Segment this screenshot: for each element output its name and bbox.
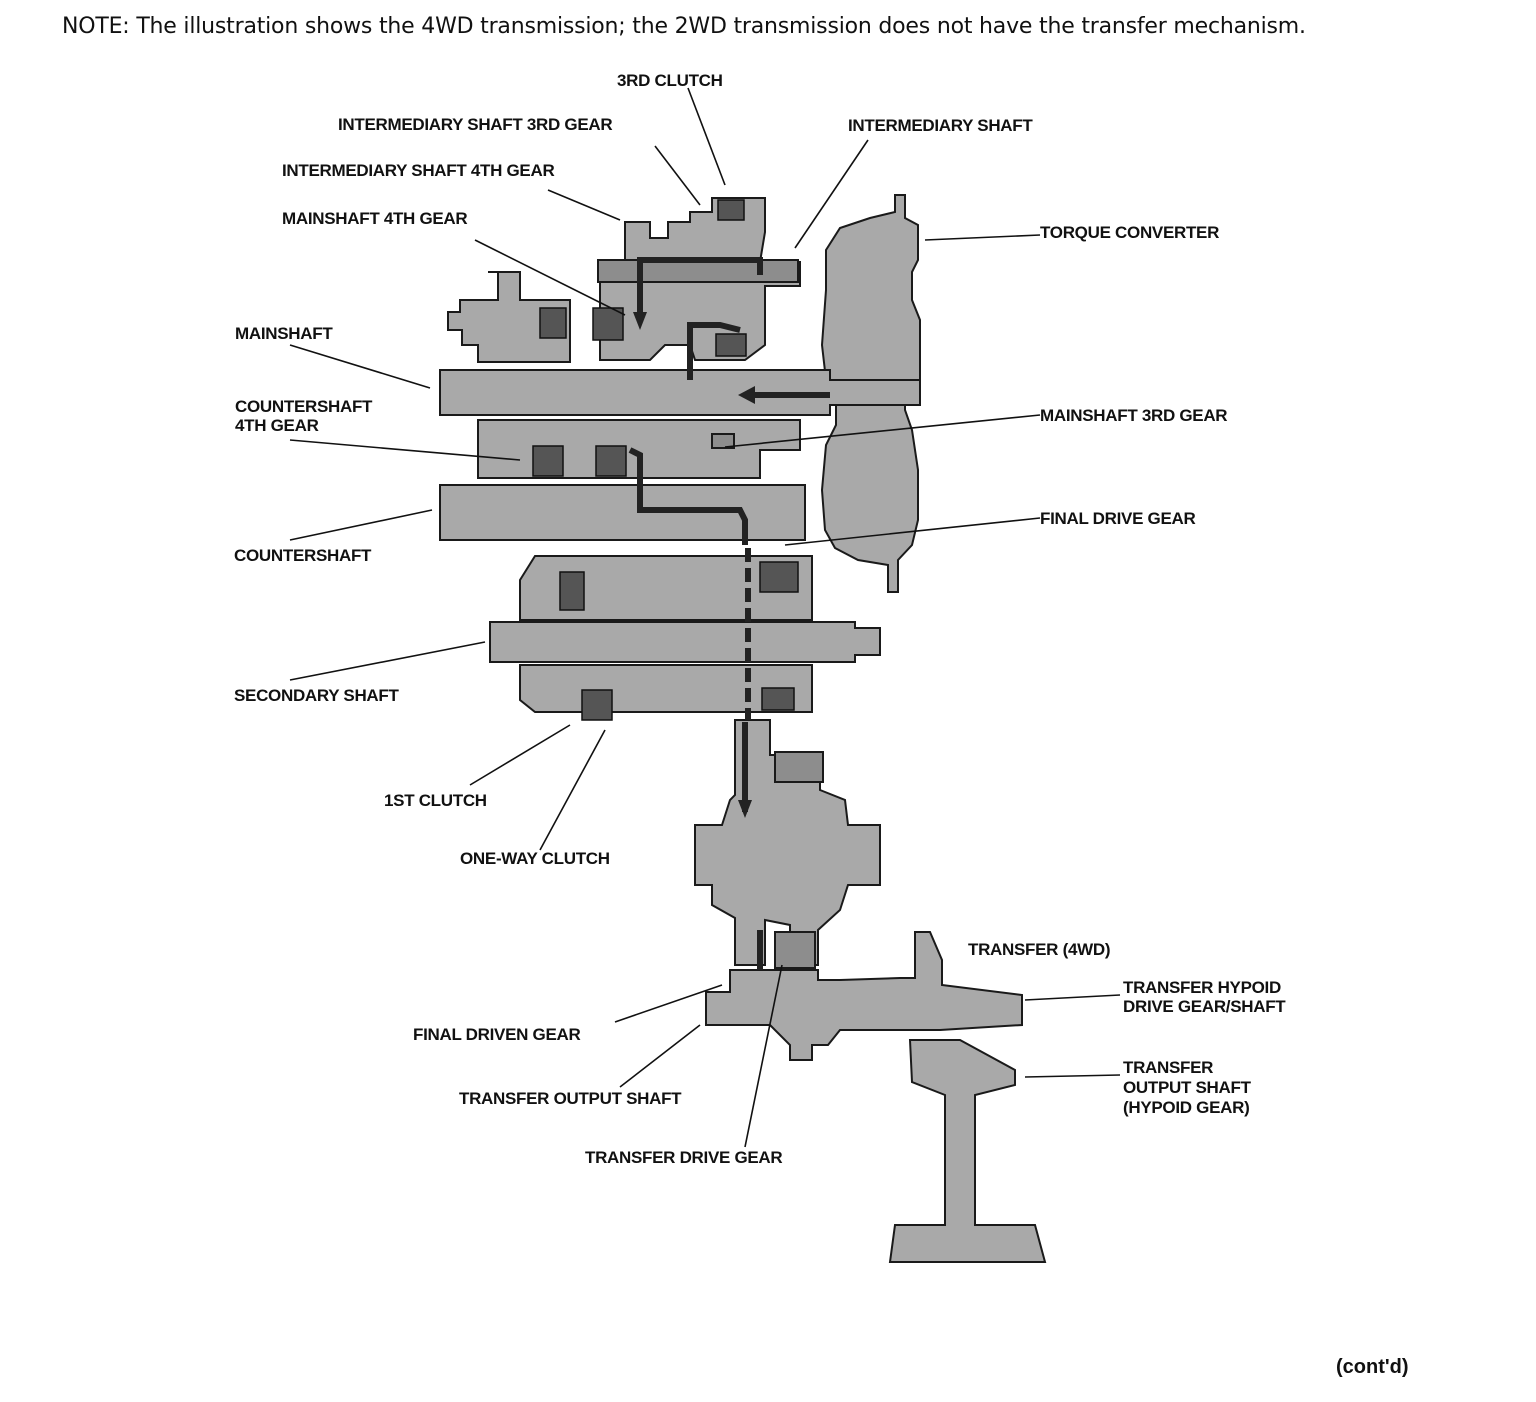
secondary-shaft-shape: [489, 621, 881, 663]
label-intermediary-shaft: INTERMEDIARY SHAFT: [848, 116, 1033, 135]
label-countershaft: COUNTERSHAFT: [234, 546, 372, 565]
label-transfer-drive-gear: TRANSFER DRIVE GEAR: [585, 1148, 783, 1167]
label-intermediary-shaft-4th-gear: INTERMEDIARY SHAFT 4TH GEAR: [282, 161, 555, 180]
label-final-drive-gear: FINAL DRIVE GEAR: [1040, 509, 1196, 528]
countershaft-gear-cluster: [477, 419, 801, 479]
label-secondary-shaft: SECONDARY SHAFT: [234, 686, 399, 705]
label-transfer-output-shaft: TRANSFER OUTPUT SHAFT: [459, 1089, 682, 1108]
differential-shape: [694, 719, 881, 966]
left-gear-stack: [447, 271, 624, 363]
secondary-shaft-housing: [519, 555, 813, 721]
label-1st-clutch: 1ST CLUTCH: [384, 791, 487, 810]
label-one-way-clutch: ONE-WAY CLUTCH: [460, 849, 610, 868]
mainshaft-gear-cluster: [597, 197, 801, 361]
label-countershaft-4th-gear-line1: COUNTERSHAFT: [235, 397, 373, 416]
label-transfer-hypoid-line2: DRIVE GEAR/SHAFT: [1123, 997, 1286, 1016]
power-flow-path: [628, 257, 830, 970]
label-transfer-output-shaft-hypoid-line3: (HYPOID GEAR): [1123, 1098, 1250, 1117]
countershaft-shape: [439, 484, 806, 541]
label-mainshaft: MAINSHAFT: [235, 324, 333, 343]
label-intermediary-shaft-3rd-gear: INTERMEDIARY SHAFT 3RD GEAR: [338, 115, 613, 134]
label-mainshaft-4th-gear: MAINSHAFT 4TH GEAR: [282, 209, 468, 228]
note-text: NOTE: The illustration shows the 4WD tra…: [62, 14, 1306, 39]
mainshaft-shape: [439, 369, 921, 416]
label-transfer-4wd: TRANSFER (4WD): [968, 940, 1111, 959]
label-mainshaft-3rd-gear: MAINSHAFT 3RD GEAR: [1040, 406, 1228, 425]
label-torque-converter: TORQUE CONVERTER: [1040, 223, 1220, 242]
transfer-assembly-shape: [705, 931, 1023, 1061]
label-countershaft-4th-gear-line2: 4TH GEAR: [235, 416, 319, 435]
leader-lines: [289, 87, 1121, 1148]
label-final-driven-gear: FINAL DRIVEN GEAR: [413, 1025, 581, 1044]
transfer-output-hypoid-shape: [888, 1039, 1047, 1263]
label-transfer-hypoid-line1: TRANSFER HYPOID: [1123, 978, 1281, 997]
label-3rd-clutch: 3RD CLUTCH: [617, 71, 723, 90]
label-transfer-output-shaft-hypoid-line1: TRANSFER: [1123, 1058, 1214, 1077]
continued-footer: (cont'd): [1336, 1356, 1409, 1378]
label-transfer-output-shaft-hypoid-line2: OUTPUT SHAFT: [1123, 1078, 1251, 1097]
